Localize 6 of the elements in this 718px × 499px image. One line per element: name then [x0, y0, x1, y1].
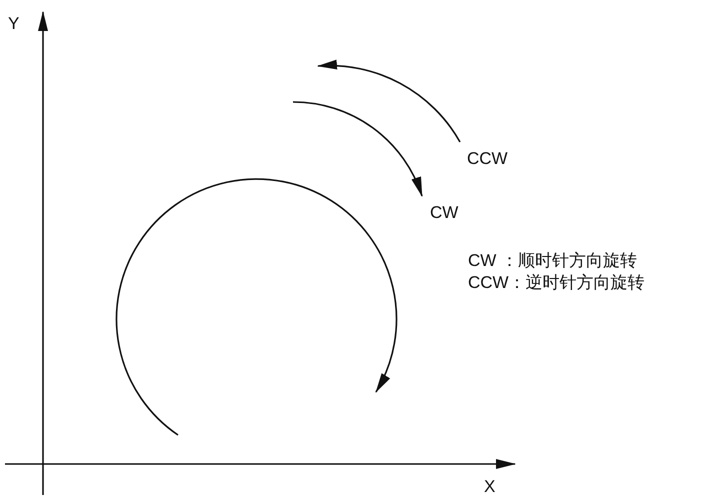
legend-text: CW ：顺时针方向旋转	[468, 251, 638, 271]
direction-label: CW	[430, 203, 458, 223]
legend-text: CCW：逆时针方向旋转	[468, 273, 645, 293]
direction-label: CCW	[467, 149, 508, 169]
axis-label: X	[484, 477, 496, 497]
axis-label: Y	[8, 14, 20, 34]
